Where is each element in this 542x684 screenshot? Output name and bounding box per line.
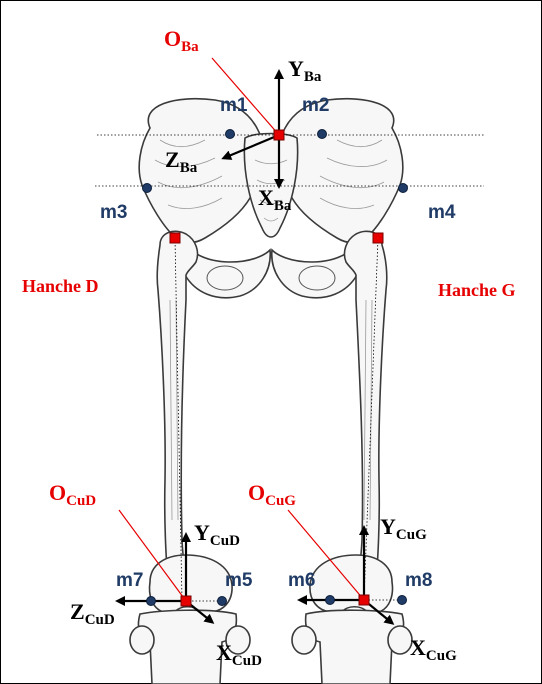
marker-label-m1: m1 — [220, 95, 248, 116]
knee-left-origin-label: OCuG — [248, 480, 296, 509]
marker-label-m8: m8 — [405, 570, 432, 591]
marker-dot-m3 — [142, 183, 152, 193]
marker-dot-m1 — [225, 129, 235, 139]
knee-left-origin-leader — [287, 509, 365, 601]
pelvis-axes — [221, 69, 284, 189]
knee-right-origin-leader — [118, 509, 187, 602]
knee-left-origin-square — [358, 594, 370, 606]
marker-label-m6: m6 — [288, 570, 315, 591]
knee-left-x-axis-label: XCuG — [410, 635, 457, 664]
marker-label-m3: m3 — [100, 202, 127, 223]
marker-dots — [142, 129, 408, 606]
hip-right-label: Hanche D — [22, 276, 99, 296]
marker-dot-m2 — [317, 129, 327, 139]
pelvis-z-axis-label: ZBa — [165, 147, 198, 176]
marker-label-m5: m5 — [225, 570, 253, 591]
marker-label-m2: m2 — [302, 95, 329, 116]
marker-dot-m7 — [146, 596, 156, 606]
marker-dot-m8 — [397, 595, 407, 605]
pelvis-origin-square — [273, 129, 285, 141]
marker-dot-m6 — [325, 595, 335, 605]
origin-squares — [169, 129, 384, 607]
hip-left-square — [372, 232, 384, 244]
marker-dot-m4 — [398, 183, 408, 193]
right-tibia — [129, 609, 251, 684]
hip-left-label: Hanche G — [438, 280, 516, 300]
left-tibia — [291, 609, 413, 684]
marker-dot-m5 — [217, 596, 227, 606]
pelvis-z-axis-arrow — [221, 133, 280, 160]
knee-right-y-axis-label: YCuD — [194, 520, 240, 549]
knee-right-origin-label: OCuD — [49, 480, 96, 509]
pelvis-x-axis-label: XBa — [258, 185, 292, 214]
pelvis-y-axis-label: YBa — [288, 56, 322, 85]
knee-right-x-axis-label: XCuD — [216, 640, 262, 669]
pelvis-origin-label: OBa — [164, 26, 199, 55]
sacrum — [243, 132, 299, 238]
hip-right-square — [169, 232, 181, 244]
knee-right-z-axis-label: ZCuD — [70, 599, 115, 628]
marker-label-m7: m7 — [116, 570, 143, 591]
marker-label-m4: m4 — [428, 202, 456, 223]
knee-right-origin-square — [180, 595, 192, 607]
knee-left-y-axis-label: YCuG — [380, 514, 427, 543]
pelvis-origin-leader — [211, 57, 280, 136]
